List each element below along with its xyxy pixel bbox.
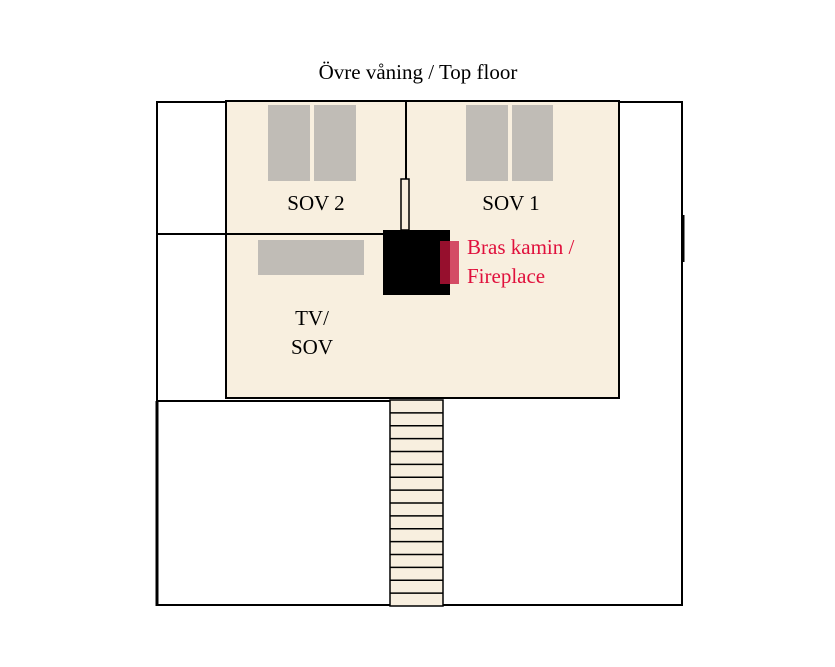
bed-sov2-left: [268, 105, 310, 181]
bed-sov1-left: [466, 105, 508, 181]
floor-plan-title: Övre våning / Top floor: [319, 60, 518, 84]
room-label-sov1: SOV 1: [482, 191, 539, 215]
staircase-steps: [390, 412, 443, 594]
fireplace-label-line2: Fireplace: [467, 264, 545, 288]
fireplace-marker: [440, 241, 459, 284]
bed-sov1-right: [512, 105, 553, 181]
room-label-tv-line2: SOV: [291, 335, 333, 359]
stove-block: [383, 230, 450, 295]
fireplace-label-line1: Bras kamin /: [467, 235, 574, 259]
bed-sov2-right: [314, 105, 356, 181]
room-label-tv-line1: TV/: [295, 306, 329, 330]
room-label-sov2: SOV 2: [287, 191, 344, 215]
sofa-bed: [258, 240, 364, 275]
staircase: [389, 399, 444, 607]
chimney-pipe: [400, 178, 410, 231]
